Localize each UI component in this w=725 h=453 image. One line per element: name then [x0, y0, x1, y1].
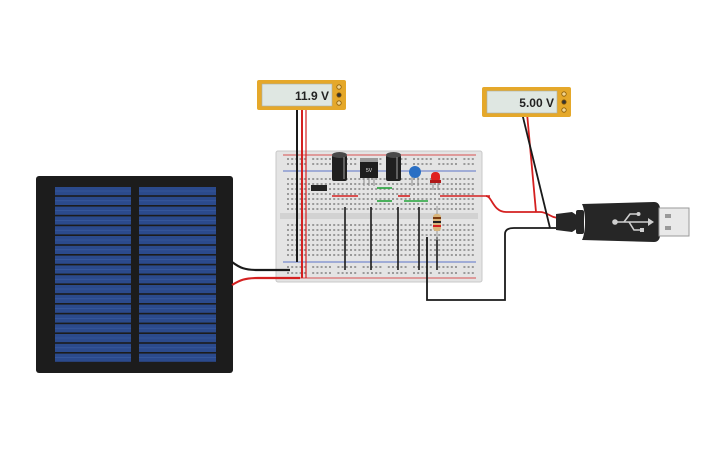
led-red[interactable] — [430, 172, 441, 190]
solar-positive-wire[interactable] — [231, 276, 300, 286]
usb-symbol-icon — [612, 212, 654, 232]
regulator-label: 5V — [366, 168, 373, 174]
capacitor-right[interactable] — [386, 152, 401, 181]
capacitor-left[interactable] — [332, 152, 347, 181]
solar-panel[interactable] — [36, 176, 233, 373]
output-meter-red-probe[interactable] — [526, 112, 537, 213]
ground-jumpers[interactable] — [344, 207, 438, 270]
usb-ground-wire[interactable] — [426, 227, 560, 301]
output-voltage-reading: 5.00 V — [519, 96, 554, 110]
resistor[interactable] — [433, 206, 441, 240]
breadboard[interactable] — [275, 150, 483, 283]
usb-vbus-wire[interactable] — [485, 195, 561, 219]
output-meter-black-probe[interactable] — [521, 112, 551, 229]
green-jumpers[interactable] — [377, 187, 428, 202]
ceramic-capacitor[interactable] — [409, 166, 421, 186]
multimeter-input[interactable]: 11.9 V — [257, 80, 346, 110]
voltage-regulator[interactable]: 5V — [360, 158, 378, 186]
solar-negative-wire[interactable] — [231, 261, 290, 272]
input-voltage-reading: 11.9 V — [295, 89, 329, 103]
multimeter-output[interactable]: 5.00 V — [482, 87, 571, 117]
diode[interactable] — [311, 185, 327, 191]
usb-connector[interactable] — [556, 202, 690, 242]
